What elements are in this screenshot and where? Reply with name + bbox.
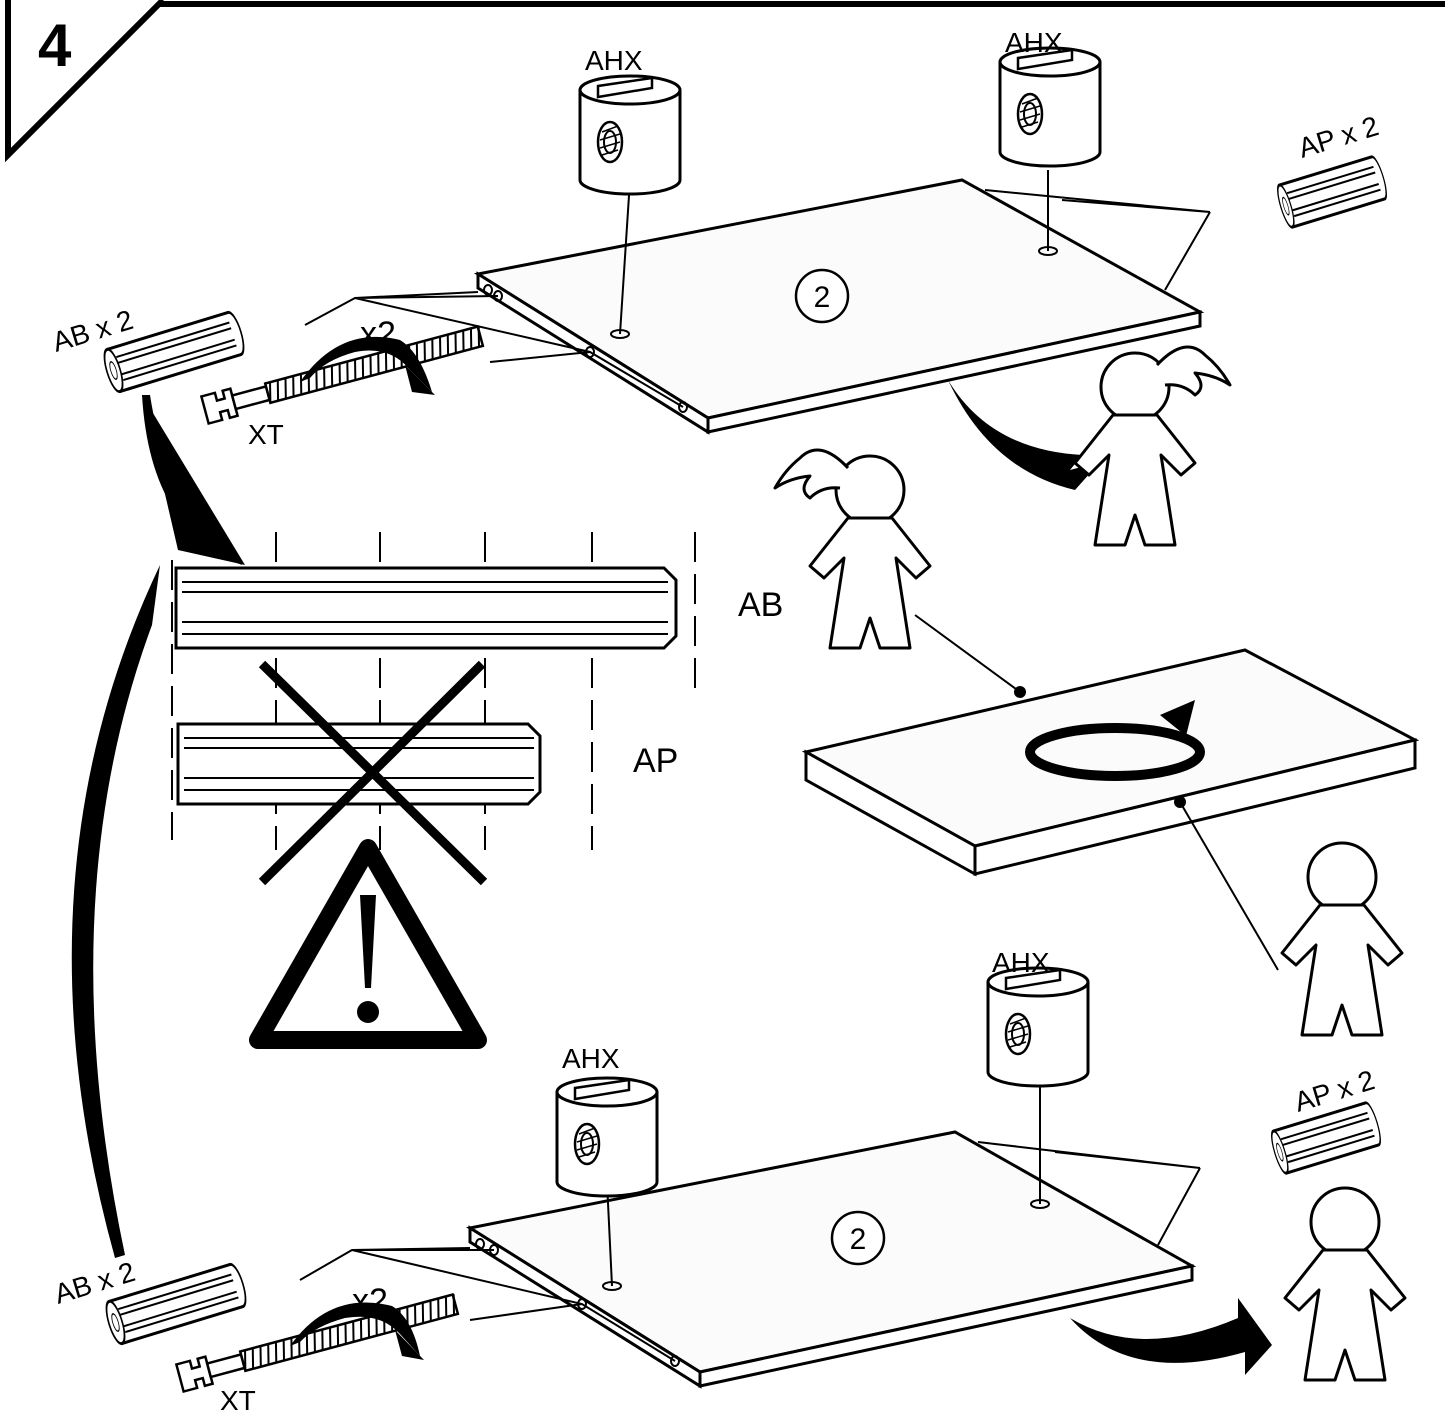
label-ap: AP	[633, 742, 678, 780]
cam-nut-ahx-bottom-right	[986, 966, 1090, 1088]
rotate-arrow-icon-bottom	[290, 1302, 420, 1356]
panel-number: 2	[814, 281, 831, 314]
person-figure-icon-middle-right	[1280, 841, 1404, 1037]
top-assembly: 2 AHX AHX AP x 2 AB x 2 XT x2	[49, 27, 1391, 545]
panel-number-bottom: 2	[850, 1223, 867, 1256]
dowel-comparison: AB AP	[171, 532, 783, 1049]
label-xt-top: XT	[248, 419, 284, 450]
cam-nut-ahx-top-left	[578, 74, 682, 196]
panel-number-badge	[794, 268, 850, 324]
person-figure-icon-middle-left	[775, 450, 930, 648]
label-x2-bottom: x2	[352, 1282, 388, 1320]
warning-triangle-icon	[249, 839, 487, 1049]
panel-number-badge-bottom	[830, 1210, 886, 1266]
label-xt-bottom: XT	[220, 1385, 256, 1415]
bolt-xt-top	[200, 321, 487, 425]
label-ahx-top-right: AHX	[1005, 27, 1063, 58]
label-ap-x2-top: AP x 2	[1295, 110, 1382, 164]
panel-top: 2	[473, 178, 1205, 435]
bottom-assembly: 2 AHX AHX AP x 2 AB x 2 XT x2	[51, 947, 1407, 1416]
step-badge: 4	[5, 0, 1445, 163]
cam-nut-ahx-top-right	[998, 46, 1102, 168]
label-ahx-bottom-right: AHX	[992, 947, 1050, 978]
person-figure-icon-top	[1075, 347, 1230, 545]
step-number: 4	[38, 12, 72, 79]
arrow-to-person-top	[948, 380, 1100, 490]
dowel-ap-bottom	[1267, 1099, 1385, 1177]
dowel-ab-long	[174, 566, 678, 650]
dowel-ap-top	[1273, 153, 1391, 231]
rotation-panel	[775, 450, 1420, 1037]
rotate-arrow-icon	[1025, 700, 1205, 781]
label-x2-top: x2	[360, 315, 396, 353]
arrow-to-person-bottom	[1070, 1298, 1272, 1375]
x-mark-icon	[258, 660, 488, 886]
rotate-arrow-icon-top	[300, 336, 432, 392]
label-ab: AB	[738, 586, 783, 624]
label-ahx-top-left: AHX	[585, 45, 643, 76]
label-ahx-bottom-left: AHX	[562, 1043, 620, 1074]
cam-nut-ahx-bottom-left	[555, 1076, 659, 1198]
person-figure-icon-bottom	[1283, 1186, 1407, 1382]
arrow-curve-left-lower	[71, 565, 160, 1258]
